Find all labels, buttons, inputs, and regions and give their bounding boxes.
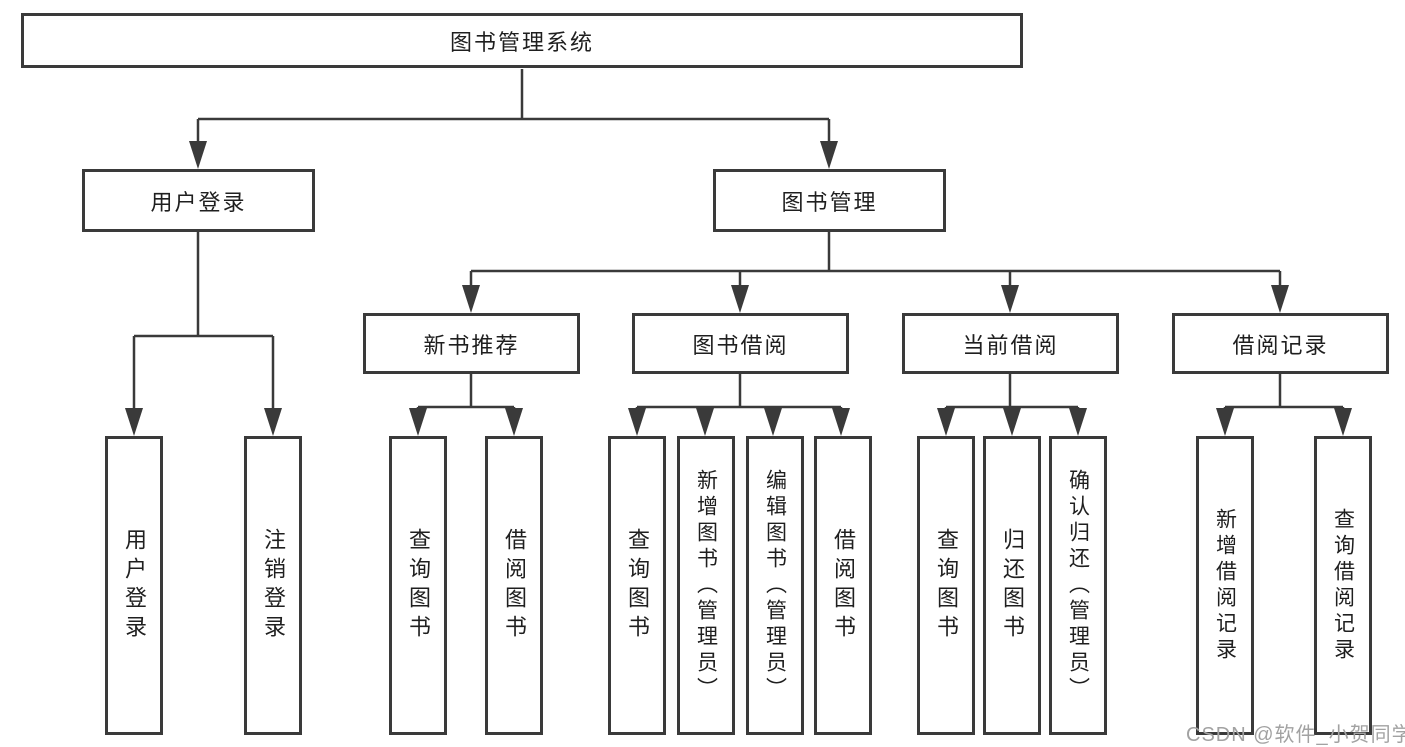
arrow-down-icon [764, 408, 782, 436]
leaf-confirm-return-admin: 确认归还（管理员） [1049, 436, 1107, 735]
arrow-down-icon [462, 285, 480, 313]
leaf-user-login: 用户登录 [105, 436, 163, 735]
leaf-return-books: 归还图书 [983, 436, 1041, 735]
arrow-down-icon [832, 408, 850, 436]
arrow-down-icon [189, 141, 207, 169]
arrow-down-icon [731, 285, 749, 313]
arrow-down-icon [820, 141, 838, 169]
node-user-login: 用户登录 [82, 169, 315, 232]
arrow-down-icon [1069, 408, 1087, 436]
leaf-logout: 注销登录 [244, 436, 302, 735]
arrow-down-icon [264, 408, 282, 436]
node-library-management-system: 图书管理系统 [21, 13, 1023, 68]
arrow-down-icon [937, 408, 955, 436]
leaf-edit-books-admin: 编辑图书（管理员） [746, 436, 804, 735]
leaf-query-books-borrowing: 查询图书 [608, 436, 666, 735]
node-borrowing-records: 借阅记录 [1172, 313, 1389, 374]
watermark: CSDN @软件_小贺同学 [1186, 724, 1405, 746]
leaf-query-books-recommend: 查询图书 [389, 436, 447, 735]
arrow-down-icon [409, 408, 427, 436]
leaf-query-borrow-record: 查询借阅记录 [1314, 436, 1372, 735]
leaf-query-books-current: 查询图书 [917, 436, 975, 735]
leaf-borrow-books-recommend: 借阅图书 [485, 436, 543, 735]
leaf-add-borrow-record: 新增借阅记录 [1196, 436, 1254, 735]
arrow-down-icon [628, 408, 646, 436]
arrow-down-icon [1271, 285, 1289, 313]
node-current-borrowing: 当前借阅 [902, 313, 1119, 374]
arrow-down-icon [125, 408, 143, 436]
leaf-add-books-admin: 新增图书（管理员） [677, 436, 735, 735]
arrow-down-icon [505, 408, 523, 436]
arrow-down-icon [1003, 408, 1021, 436]
arrow-down-icon [1334, 408, 1352, 436]
arrow-down-icon [696, 408, 714, 436]
arrow-down-icon [1216, 408, 1234, 436]
node-book-borrowing: 图书借阅 [632, 313, 849, 374]
node-new-book-recommend: 新书推荐 [363, 313, 580, 374]
leaf-borrow-books-borrowing: 借阅图书 [814, 436, 872, 735]
arrow-down-icon [1001, 285, 1019, 313]
node-book-management: 图书管理 [713, 169, 946, 232]
